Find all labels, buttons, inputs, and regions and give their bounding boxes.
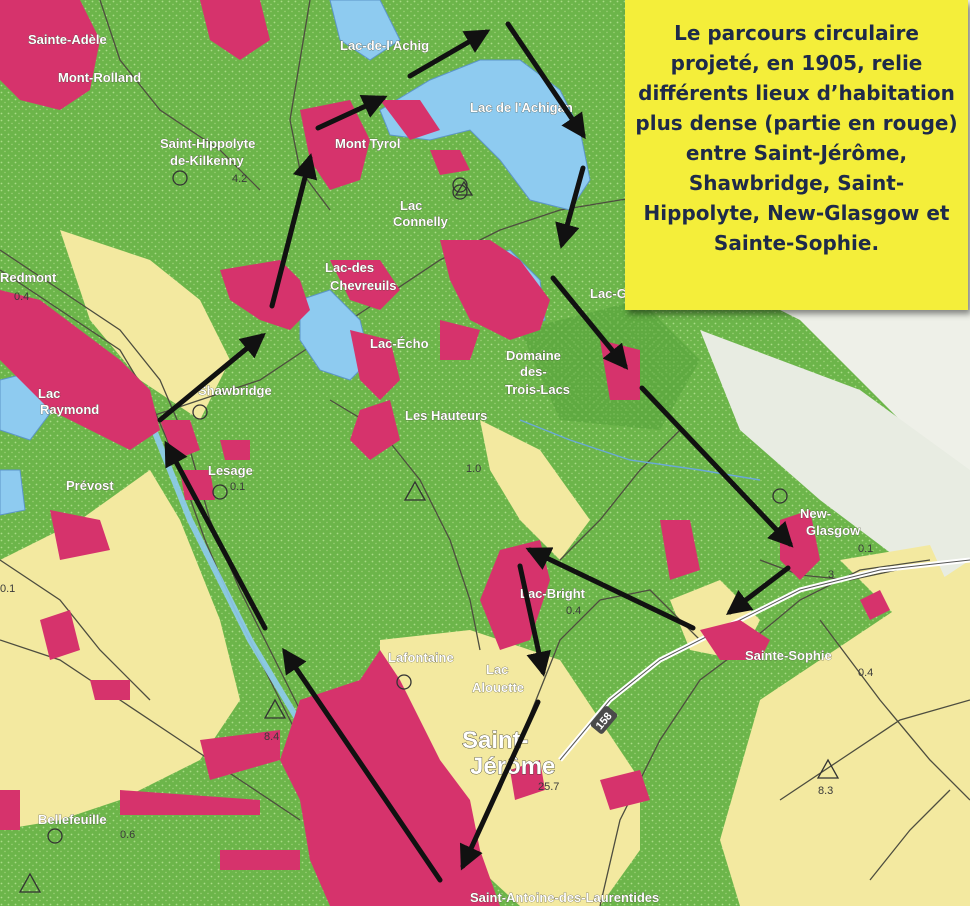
- label-saint-hippolyte-2: de-Kilkenny: [170, 153, 244, 168]
- label-prevost: Prévost: [66, 478, 114, 493]
- num-triangle-se: 8.3: [818, 785, 833, 797]
- label-lac-connelly-1: Lac: [400, 198, 422, 213]
- label-saint-antoine: Saint-Antoine-des-Laurentides: [470, 890, 659, 905]
- route-arrow-alouette-to-saint-jerome: [459, 699, 541, 871]
- route-arrow-domaine-to-new-glasgow: [639, 385, 794, 548]
- route-arrow-achigan-to-east: [505, 21, 586, 140]
- open-land-centre: [480, 420, 590, 560]
- label-lac-echo: Lac-Écho: [370, 336, 429, 351]
- route-arrow-new-glasgow-to-sophie: [726, 565, 791, 616]
- label-lac-de-achigan: Lac de l'Achigan: [470, 100, 573, 115]
- label-redmont: Redmont: [0, 270, 57, 285]
- label-mont-tyrol: Mont Tyrol: [335, 136, 400, 151]
- label-mont-rolland: Mont-Rolland: [58, 70, 141, 85]
- route-arrow-hippolyte-to-tyrol: [315, 95, 388, 131]
- num-hippolyte: 4.2: [232, 173, 247, 185]
- num-lesage: 0.1: [230, 481, 245, 493]
- cleared-land-east: [700, 330, 970, 620]
- route-arrow-sophie-to-lac-bright: [525, 547, 696, 631]
- label-lac-raymond-1: Lac: [38, 386, 60, 401]
- label-lac-alouette-2: Alouette: [472, 680, 524, 695]
- label-lac-raymond-2: Raymond: [40, 402, 99, 417]
- urban-areas: [0, 0, 890, 906]
- route-arrow-lac-bright-to-alouette: [517, 563, 551, 677]
- label-lac-achigan-top: Lac-de-l'Achig: [340, 38, 429, 53]
- route-arrows: [157, 21, 794, 883]
- label-sainte-adele: Sainte-Adèle: [28, 32, 107, 47]
- label-new-glasgow-2: Glasgow: [806, 523, 861, 538]
- num-triangle-left: 0.1: [0, 583, 15, 595]
- label-shawbridge: Shawbridge: [198, 383, 272, 398]
- route-arrow-east-to-lac-connelly: [555, 165, 586, 249]
- map-symbols: [18, 170, 840, 893]
- label-les-hauteurs: Les Hauteurs: [405, 408, 487, 423]
- label-domaine-3: Trois-Lacs: [505, 382, 570, 397]
- route-arrow-to-domaine: [550, 275, 629, 370]
- label-sainte-sophie: Sainte-Sophie: [745, 648, 832, 663]
- route-arrow-saint-jerome-to-prevost: [282, 647, 443, 883]
- label-lac-alouette-1: Lac: [486, 662, 508, 677]
- num-bellefeuille: 0.6: [120, 829, 135, 841]
- num-newglasgow: 0.1: [858, 543, 873, 555]
- num-hauteurs: 1.0: [466, 463, 481, 475]
- label-bellefeuille: Bellefeuille: [38, 812, 107, 827]
- route-arrow-tyrol-to-achigan: [407, 29, 491, 79]
- num-newglasgow-road: 3: [828, 569, 834, 581]
- caption-box: Le parcours circulaire projeté, en 1905,…: [625, 0, 968, 310]
- lake-west-small: [0, 469, 26, 516]
- num-triangle-sj: 8.4: [264, 731, 279, 743]
- label-lac-des-chevreuils-2: Chevreuils: [330, 278, 396, 293]
- label-lac-connelly-2: Connelly: [393, 214, 449, 229]
- label-lafontaine: Lafontaine: [388, 650, 454, 665]
- label-new-glasgow-1: New-: [800, 506, 831, 521]
- highway-158-shield: [590, 706, 618, 734]
- label-lac-bright: Lac-Bright: [520, 586, 586, 601]
- label-lesage: Lesage: [208, 463, 253, 478]
- route-arrow-shawbridge-to-hippolyte: [269, 153, 318, 309]
- num-jerome: 25.7: [538, 781, 559, 793]
- num-sophie: 0.4: [858, 667, 873, 679]
- label-domaine-2: des-: [520, 364, 547, 379]
- open-land-north-left: [60, 230, 230, 420]
- lake-achigan-2: [329, 0, 401, 61]
- label-domaine-1: Domaine: [506, 348, 561, 363]
- route-arrow-prevost-to-lesage: [164, 440, 268, 631]
- route-arrow-lesage-to-shawbridge: [157, 332, 266, 423]
- num-bright: 0.4: [566, 605, 581, 617]
- num-redmont: 0.4: [14, 291, 29, 303]
- place-labels: Sainte-Adèle Mont-Rolland Lac-de-l'Achig…: [0, 32, 873, 906]
- label-saint-hippolyte-1: Saint-Hippolyte: [160, 136, 255, 151]
- label-lac-des-chevreuils-1: Lac-des: [325, 260, 374, 275]
- cleared-land-southeast: [720, 560, 970, 906]
- lake-achigan: [379, 59, 591, 211]
